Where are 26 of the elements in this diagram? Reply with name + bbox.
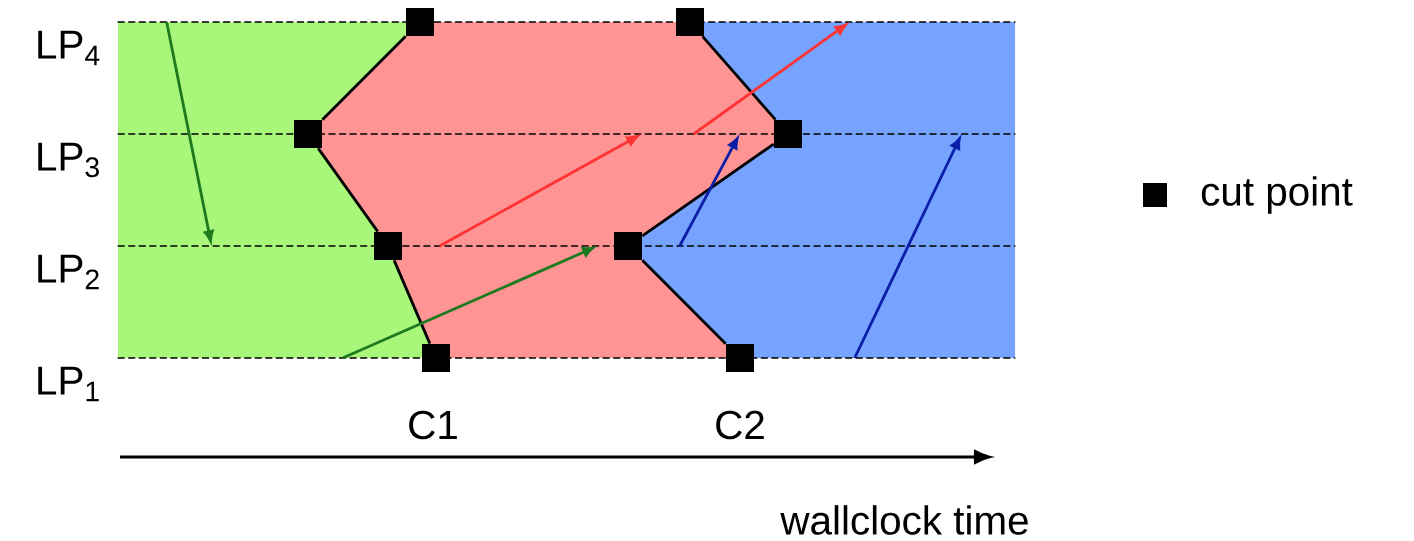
cut-point-marker [406,8,434,36]
axis-label: C1 [409,410,457,440]
arrow [438,135,639,248]
cut-point-marker [614,232,642,260]
legend-text: cut point [1201,176,1353,214]
process-line [116,245,1017,247]
arrow [678,137,739,247]
arrow [692,23,847,136]
axis-label: C2 [716,410,764,440]
cut-point-marker [294,120,322,148]
lane-label: LP$_{2}$ [38,254,99,290]
cut-line [317,147,379,233]
cut-line [641,259,727,345]
lane-label: LP$_{3}$ [38,142,99,178]
cut-point-marker [726,344,754,372]
axis-label: wallclock time [780,505,1028,535]
cut-point-marker [676,8,704,36]
process-line [116,21,1017,23]
cut-point-marker [774,120,802,148]
cut-line [701,35,777,121]
lane-label: LP$_{1}$ [38,366,99,402]
cut-line [641,142,775,238]
lane-label: LP$_{4}$ [38,30,100,66]
process-line [116,133,1017,135]
process-line [116,357,1017,359]
cut-line [321,35,407,121]
